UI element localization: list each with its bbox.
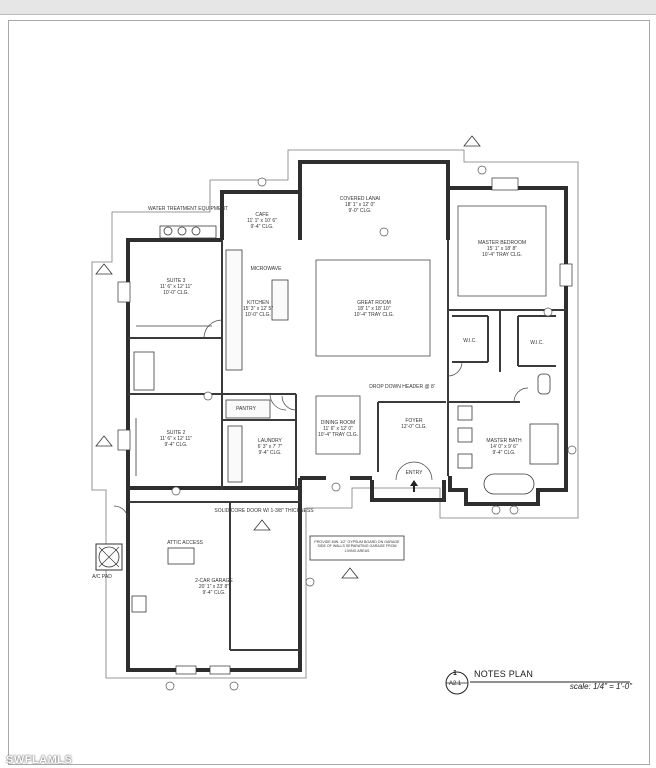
- fixtures: [131, 225, 559, 613]
- label-wic-left: W.I.C.: [463, 338, 477, 344]
- section-markers: [165, 165, 577, 691]
- tray-ceilings: [315, 205, 547, 455]
- ac-unit: [95, 543, 123, 571]
- label-attic-access: ATTIC ACCESS: [167, 540, 203, 546]
- label-pantry: PANTRY: [236, 406, 256, 412]
- revision-triangles: [95, 135, 481, 579]
- title-bubble: [445, 671, 630, 695]
- dimension-line: [91, 149, 579, 679]
- top-bar: [0, 0, 656, 15]
- title-block: 1 A2.1 NOTES PLAN scale: 1/4" = 1'-0": [440, 668, 640, 708]
- entry-arrow: [410, 480, 418, 492]
- watermark: SWFLAMLS: [6, 754, 73, 766]
- label-solid-core-door: SOLID CORE DOOR W/ 1-3/8" THICKNESS: [214, 508, 314, 514]
- label-drop-down-header: DROP DOWN HEADER @ 8': [369, 384, 435, 390]
- label-microwave: MICROWAVE: [250, 266, 282, 272]
- note-box-text: PROVIDE MIN. 1/2" GYPSUM BOARD ON GARAGE…: [314, 540, 400, 553]
- plan-number: 1: [453, 670, 457, 677]
- plan-scale: scale: 1/4" = 1'-0": [569, 682, 632, 691]
- closet-rods: [135, 325, 212, 476]
- sheet-number: A2.1: [448, 681, 462, 687]
- door-swings: [113, 319, 529, 521]
- note-box-border: [309, 535, 405, 561]
- kitchen-casework: [225, 249, 289, 483]
- label-water-treatment: WATER TREATMENT EQUIPMENT: [147, 206, 229, 212]
- label-ac-pad: A/C PAD: [92, 574, 112, 580]
- interior-walls: [128, 240, 566, 651]
- plan-title: NOTES PLAN: [474, 669, 534, 679]
- sheet-frame: [8, 20, 650, 765]
- windows: [117, 177, 573, 675]
- label-wic-right: W.I.C.: [530, 340, 544, 346]
- label-entry: ENTRY: [405, 470, 423, 476]
